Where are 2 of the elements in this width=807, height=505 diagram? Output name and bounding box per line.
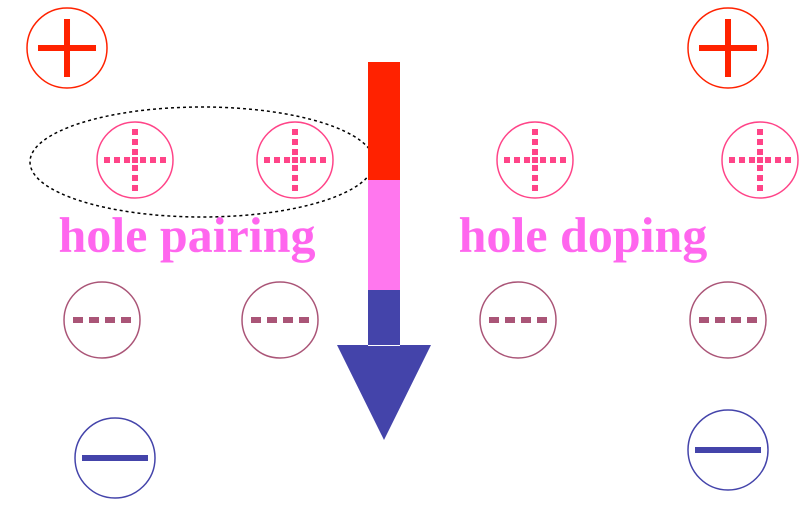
text-label: hole pairing bbox=[60, 217, 316, 263]
text-label: hole doping bbox=[460, 217, 707, 263]
